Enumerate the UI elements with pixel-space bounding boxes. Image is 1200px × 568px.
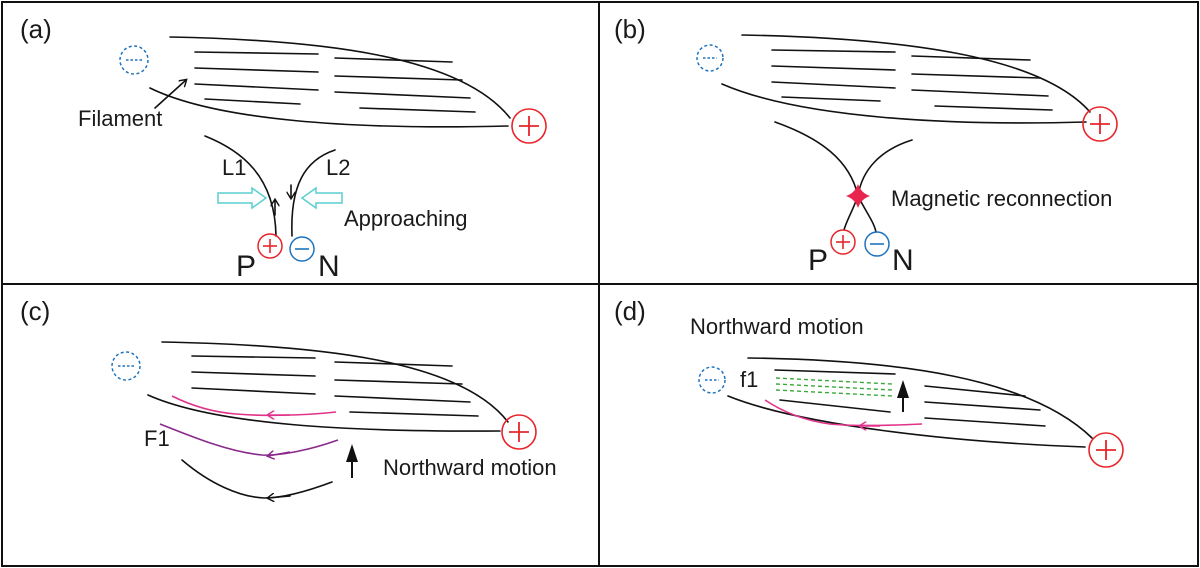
footpoint-negative-icon (289, 236, 315, 262)
footpoint-p-label: P (236, 250, 256, 283)
negative-polarity-icon (119, 45, 149, 75)
panel-b-label: (b) (614, 14, 646, 44)
negative-polarity-icon (698, 366, 726, 394)
f1-label: F1 (144, 426, 170, 451)
filament-arcade (727, 357, 1093, 448)
filament-arcade (149, 36, 511, 128)
approach-arrow-right (300, 186, 343, 210)
panel-a: (a) Filament L1 L2 (20, 14, 547, 283)
reconnection-label: Magnetic reconnection (891, 186, 1112, 211)
footpoint-positive-icon (257, 233, 283, 259)
filament-pointer-arrow (154, 80, 186, 109)
footpoint-positive-icon (830, 229, 856, 255)
northward-motion-label: Northward motion (690, 314, 864, 339)
approach-arrow-left (217, 186, 268, 210)
northward-arrow-icon (346, 444, 358, 478)
footpoint-n-label: N (892, 244, 914, 277)
footpoint-p-label: P (808, 244, 828, 277)
loop-l1 (204, 135, 277, 237)
lower-field-direction (268, 496, 291, 498)
negative-polarity-icon (696, 44, 724, 72)
loop-left (774, 121, 859, 197)
footpoint-n-label: N (318, 250, 340, 283)
positive-polarity-icon (501, 414, 537, 450)
panel-c-label: (c) (20, 296, 50, 326)
magenta-field-line (764, 399, 923, 427)
loop-l2 (291, 149, 336, 237)
positive-polarity-icon (511, 108, 547, 144)
panel-d-label: (d) (614, 296, 646, 326)
filament-arcade (721, 34, 1091, 124)
loop-l2-label: L2 (326, 155, 350, 180)
negative-polarity-icon (111, 351, 141, 381)
filament-label: Filament (78, 106, 162, 131)
purple-field-line (159, 423, 339, 456)
panel-a-label: (a) (20, 14, 52, 44)
panel-c: (c) F1 (20, 296, 557, 498)
filament-arcade (147, 341, 509, 432)
f1-label: f1 (740, 367, 758, 392)
panel-b: (b) Magnetic reconnection (614, 14, 1118, 277)
northward-arrow-icon (897, 380, 909, 412)
magenta-field-line (171, 395, 337, 417)
positive-polarity-icon (1088, 432, 1124, 468)
lower-field-line (181, 459, 333, 499)
reconnection-point-icon (846, 184, 870, 208)
green-dashed-field-lines (775, 377, 893, 397)
panel-d: (d) Northward motion f1 (614, 296, 1124, 468)
approaching-label: Approaching (344, 206, 468, 231)
loop-l1-label: L1 (222, 155, 246, 180)
northward-motion-label: Northward motion (383, 455, 557, 480)
footpoint-negative-icon (864, 231, 890, 257)
positive-polarity-icon (1082, 106, 1118, 142)
purple-field-direction (268, 452, 291, 456)
